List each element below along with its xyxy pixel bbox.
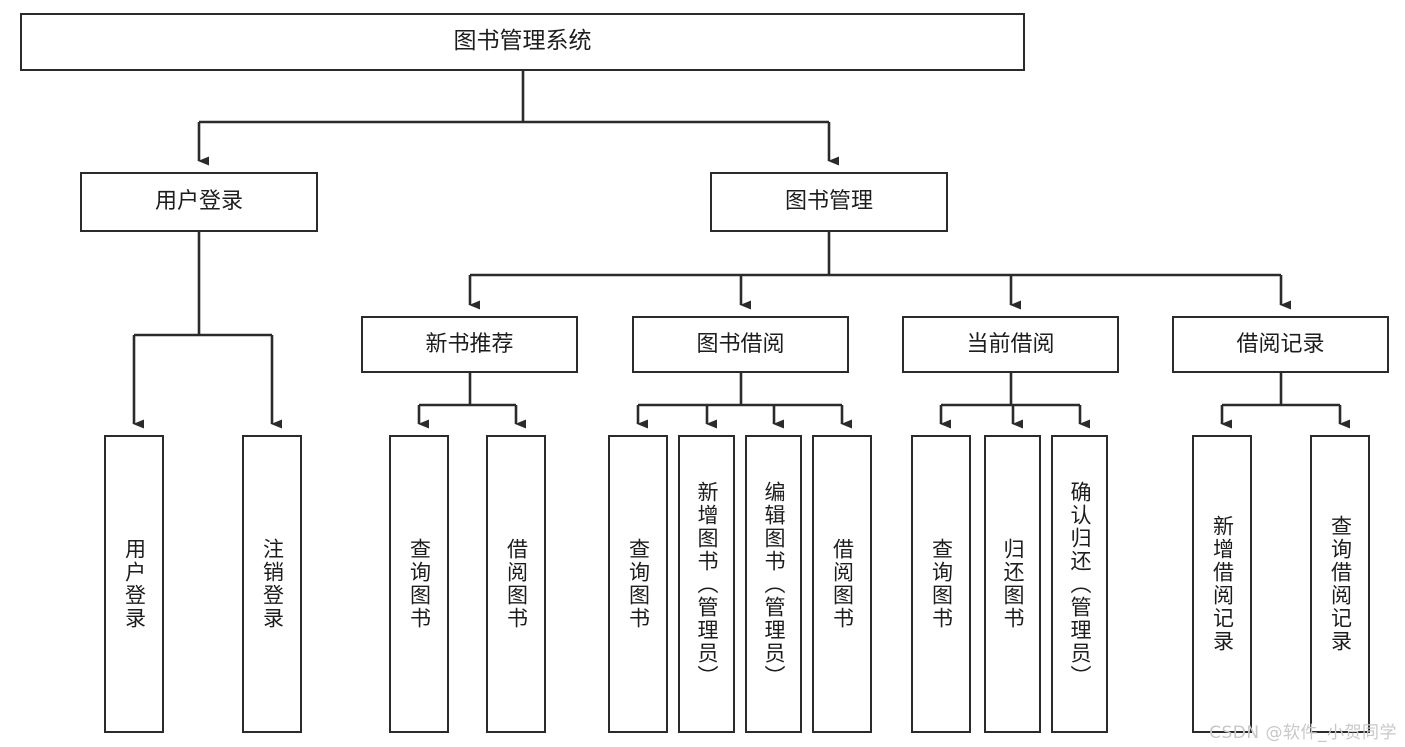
- node-leaf-user-login[interactable]: 用户登录: [104, 435, 164, 733]
- node-label: 新书推荐: [425, 331, 514, 357]
- node-label: 查询借阅记录: [1328, 515, 1353, 653]
- node-leaf-query-book-1[interactable]: 查询图书: [389, 435, 449, 733]
- node-label: 新增借阅记录: [1210, 515, 1235, 653]
- node-leaf-user-logout[interactable]: 注销登录: [242, 435, 302, 733]
- node-label: 图书管理系统: [453, 28, 592, 55]
- node-label: 查询图书: [626, 538, 651, 630]
- node-label: 借阅记录: [1236, 331, 1325, 357]
- node-leaf-query-record[interactable]: 查询借阅记录: [1310, 435, 1370, 733]
- node-current-borrow[interactable]: 当前借阅: [902, 316, 1119, 373]
- node-label: 借阅图书: [504, 538, 529, 630]
- node-label: 新增图书（管理员）: [695, 480, 719, 688]
- node-leaf-borrow-book-1[interactable]: 借阅图书: [486, 435, 546, 733]
- node-leaf-add-record[interactable]: 新增借阅记录: [1192, 435, 1252, 733]
- node-label: 编辑图书（管理员）: [762, 480, 786, 688]
- node-borrow-record[interactable]: 借阅记录: [1172, 316, 1389, 373]
- node-label: 查询图书: [929, 538, 954, 630]
- node-leaf-query-book-3[interactable]: 查询图书: [911, 435, 971, 733]
- node-leaf-edit-book[interactable]: 编辑图书（管理员）: [745, 435, 802, 733]
- node-leaf-return-book[interactable]: 归还图书: [984, 435, 1041, 733]
- node-label: 图书管理: [784, 189, 873, 215]
- node-leaf-query-book-2[interactable]: 查询图书: [608, 435, 668, 733]
- node-label: 确认归还（管理员）: [1068, 480, 1092, 688]
- node-label: 归还图书: [1001, 538, 1025, 630]
- node-label: 注销登录: [260, 538, 285, 630]
- node-label: 查询图书: [407, 538, 432, 630]
- node-leaf-borrow-book-2[interactable]: 借阅图书: [812, 435, 872, 733]
- node-book-borrow[interactable]: 图书借阅: [632, 316, 849, 373]
- node-leaf-confirm-return[interactable]: 确认归还（管理员）: [1051, 435, 1108, 733]
- node-user-login[interactable]: 用户登录: [80, 172, 318, 232]
- node-label: 图书借阅: [696, 331, 785, 357]
- node-book-mgmt[interactable]: 图书管理: [710, 172, 948, 232]
- node-root[interactable]: 图书管理系统: [20, 13, 1025, 71]
- node-new-book-rec[interactable]: 新书推荐: [361, 316, 578, 373]
- node-leaf-add-book[interactable]: 新增图书（管理员）: [678, 435, 735, 733]
- node-label: 用户登录: [122, 538, 147, 630]
- node-label: 当前借阅: [966, 331, 1055, 357]
- csdn-watermark: CSDN @软件_小贺同学: [1209, 723, 1397, 743]
- node-label: 借阅图书: [830, 538, 855, 630]
- node-label: 用户登录: [154, 189, 243, 215]
